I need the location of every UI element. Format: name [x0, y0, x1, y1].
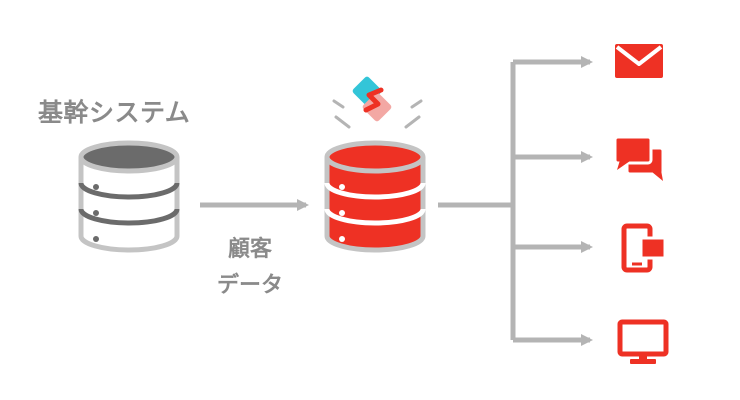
chat-icon [613, 135, 665, 181]
customer-data-label-line-2: データ [216, 273, 283, 298]
desktop-icon [617, 319, 669, 364]
customer-data-label-line-1: 顧客 [227, 237, 272, 262]
s-logo-icon [352, 76, 392, 122]
customer-data-label: 顧客 データ [200, 232, 300, 304]
mail-icon [615, 44, 663, 78]
sparkle-lines-icon [332, 99, 423, 129]
core-system-label: 基幹システム [38, 98, 191, 127]
distribution-connector [438, 56, 593, 346]
mobile-app-icon [621, 223, 667, 273]
hub-database-icon [324, 140, 426, 253]
core-system-database-icon [78, 140, 180, 253]
